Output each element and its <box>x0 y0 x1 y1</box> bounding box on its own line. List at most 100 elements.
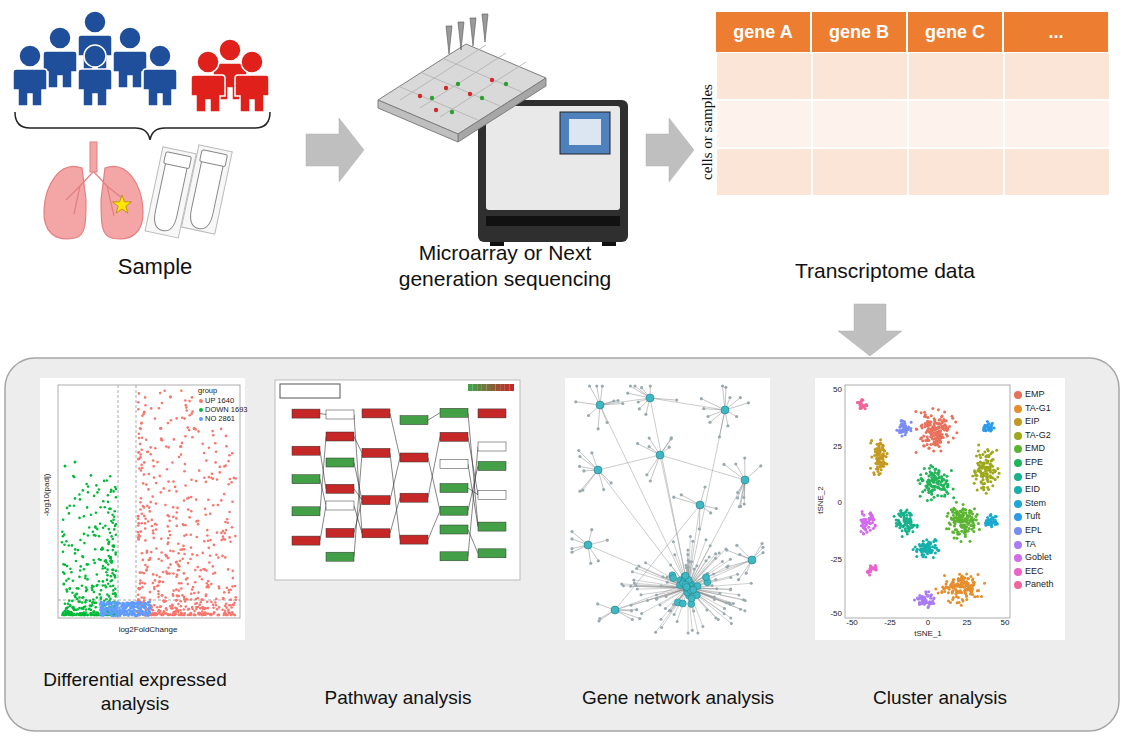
network-hub <box>656 451 664 459</box>
plot-mark <box>196 554 199 557</box>
plot-mark <box>191 588 194 591</box>
plot-mark <box>145 568 148 571</box>
plot-mark <box>100 610 103 613</box>
plot-mark <box>114 553 117 556</box>
plot-mark <box>225 614 228 617</box>
plot-mark <box>167 567 170 570</box>
cell-point <box>936 422 939 425</box>
plot-mark <box>194 602 197 605</box>
plot-mark <box>137 522 140 525</box>
plot-mark <box>92 585 95 588</box>
plot-mark <box>202 552 205 555</box>
plot-mark <box>197 612 200 615</box>
plot-mark <box>76 612 79 615</box>
network-node <box>664 607 667 610</box>
plot-mark <box>187 508 190 511</box>
plot-mark <box>111 612 114 615</box>
plot-mark <box>123 606 126 609</box>
plot-mark <box>198 575 201 578</box>
plot-mark <box>199 607 202 610</box>
plot-mark <box>231 569 234 572</box>
plot-mark <box>102 584 105 587</box>
pathway-link <box>390 413 400 457</box>
network-edge <box>650 398 725 410</box>
plot-mark <box>221 555 224 558</box>
plot-mark <box>131 604 134 607</box>
plot-mark <box>183 572 186 575</box>
cell-point <box>926 443 929 446</box>
plot-mark <box>204 508 207 511</box>
plot-mark <box>99 606 102 609</box>
plot-mark <box>152 465 155 468</box>
plot-mark <box>148 607 151 610</box>
network-node <box>735 415 738 418</box>
plot-mark <box>137 587 140 590</box>
network-node <box>570 537 573 540</box>
pathway-gene <box>362 448 390 457</box>
plot-mark <box>162 599 165 602</box>
network-node <box>673 613 676 616</box>
plot-mark <box>109 531 112 534</box>
plot-mark <box>106 568 109 571</box>
plot-mark <box>158 609 161 612</box>
illustration-part <box>716 52 1110 100</box>
plot-mark <box>234 596 237 599</box>
plot-mark <box>178 569 181 572</box>
plot-mark <box>188 614 191 617</box>
network-node <box>676 620 679 623</box>
plot-mark <box>74 548 77 551</box>
plot-mark <box>63 543 66 546</box>
sample-tubes <box>145 145 232 238</box>
plot-mark <box>216 608 219 611</box>
pathway-gene <box>292 536 320 545</box>
network-node <box>705 608 708 611</box>
plot-mark <box>172 612 175 615</box>
plot-mark <box>66 507 69 510</box>
plot-mark <box>183 614 186 617</box>
plot-mark <box>84 575 87 578</box>
network-node <box>708 421 711 424</box>
plot-mark <box>181 417 184 420</box>
network-hub <box>584 541 592 549</box>
plot-mark <box>149 591 152 594</box>
plot-mark <box>119 602 122 605</box>
plot-mark <box>194 569 197 572</box>
plot-mark <box>171 607 174 610</box>
pathway-gene <box>326 552 354 561</box>
plot-mark <box>195 480 198 483</box>
plot-mark <box>231 585 234 588</box>
plot-mark <box>110 558 113 561</box>
network-hub <box>683 584 690 591</box>
plot-mark <box>131 610 134 613</box>
plot-mark <box>117 610 120 613</box>
plot-frame <box>58 385 240 618</box>
network-hub <box>741 476 749 484</box>
plot-mark <box>69 605 72 608</box>
cell-point <box>955 431 958 434</box>
plot-mark <box>137 515 140 518</box>
network-node <box>596 602 599 605</box>
plot-mark <box>206 529 209 532</box>
plot-mark <box>144 539 147 542</box>
pathway-link <box>468 413 478 527</box>
plot-mark <box>172 595 175 598</box>
plot-mark <box>220 428 223 431</box>
pathway-gene <box>400 453 428 462</box>
plot-mark <box>186 426 189 429</box>
plot-mark <box>113 574 116 577</box>
plot-mark <box>114 592 117 595</box>
plot-mark <box>212 504 215 507</box>
plot-mark <box>71 591 74 594</box>
plot-mark <box>122 602 125 605</box>
network-node <box>648 445 651 448</box>
plot-mark <box>76 593 79 596</box>
plot-mark <box>101 547 104 550</box>
plot-mark <box>125 606 128 609</box>
plot-mark <box>124 609 127 612</box>
plot-mark <box>201 578 204 581</box>
plot-mark <box>168 530 171 533</box>
plot-mark <box>167 557 170 560</box>
plot-mark <box>110 561 113 564</box>
network-node <box>640 593 643 596</box>
plot-mark <box>192 586 195 589</box>
